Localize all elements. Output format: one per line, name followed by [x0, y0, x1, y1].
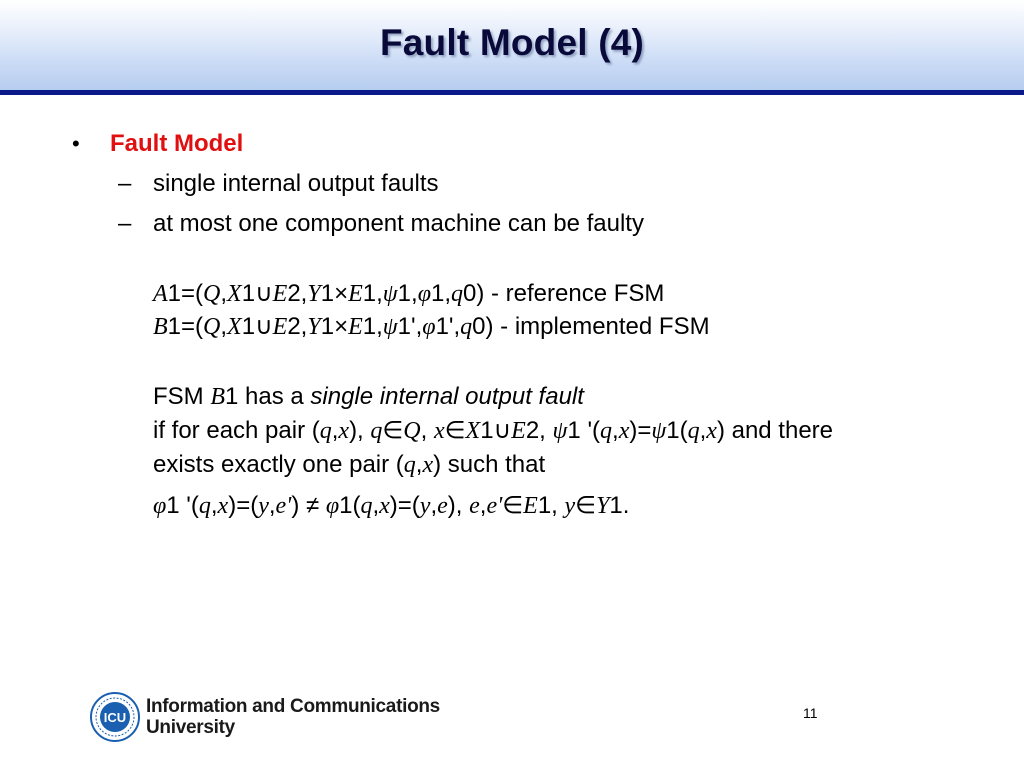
sub-item-1: single internal output faults — [153, 170, 439, 197]
dash-marker-1: – — [118, 170, 132, 197]
header-divider — [0, 90, 1024, 95]
sub-item-2: at most one component machine can be fau… — [153, 210, 644, 237]
output-function-inequality: φ1 '(q,x)=(y,e') ≠ φ1(q,x)=(y,e), e,e'∈E… — [153, 492, 630, 519]
university-name-line-2: University — [146, 717, 235, 738]
fault-condition-line: if for each pair (q,x), q∈Q, x∈X1∪E2, ψ1… — [153, 417, 834, 444]
university-name: Information and Communications Universit… — [146, 696, 440, 738]
bullet-heading: Fault Model — [110, 130, 244, 157]
dash-marker-2: – — [118, 210, 132, 237]
bullet-marker: • — [72, 131, 80, 156]
page-number: 11 — [803, 705, 818, 721]
fault-definition-intro: FSM B1 has a single internal output faul… — [153, 383, 584, 410]
university-name-line-1: Information and Communications — [146, 696, 440, 717]
implemented-fsm-definition: B1=(Q,X1∪E2,Y1×E1,ψ1',φ1',q0) - implemen… — [153, 313, 710, 340]
slide-title: Fault Model (4) — [379, 22, 645, 63]
fault-exists-line: exists exactly one pair (q,x) such that — [153, 451, 546, 478]
university-seal-logo: ICU — [90, 692, 140, 742]
reference-fsm-definition: A1=(Q,X1∪E2,Y1×E1,ψ1,φ1,q0) - reference … — [153, 280, 665, 307]
slide-header — [0, 0, 1024, 92]
svg-text:ICU: ICU — [104, 710, 126, 725]
